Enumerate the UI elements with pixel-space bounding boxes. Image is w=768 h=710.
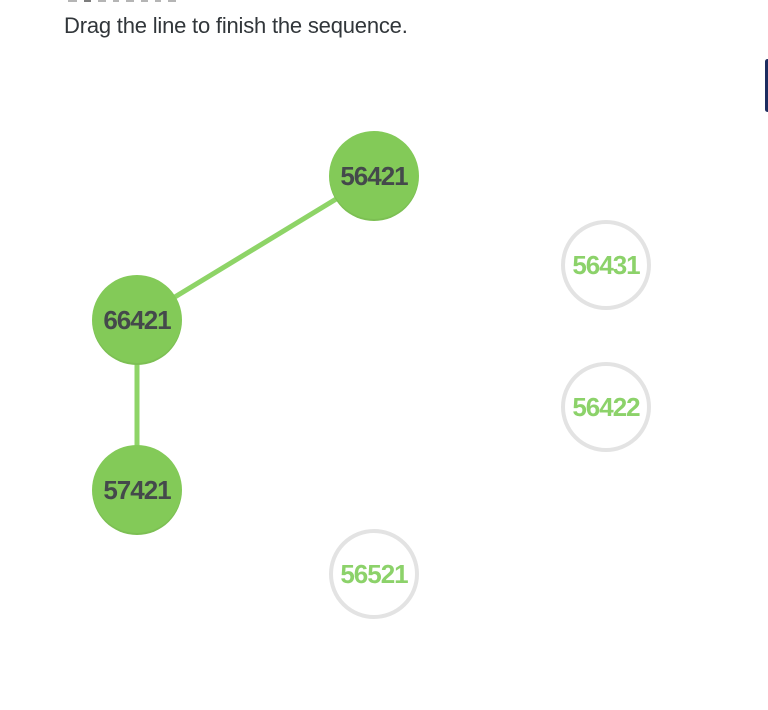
option-node[interactable]: 56521 xyxy=(329,529,419,619)
option-node-label: 56431 xyxy=(572,249,640,280)
clipped-glyph xyxy=(68,0,77,2)
clipped-glyph xyxy=(126,0,134,2)
sequence-node-label: 56421 xyxy=(340,160,408,191)
side-accent-bar xyxy=(765,59,768,112)
sequence-node-label: 66421 xyxy=(103,304,171,335)
option-node[interactable]: 56431 xyxy=(561,220,651,310)
clipped-glyph xyxy=(84,0,91,2)
sequence-line[interactable] xyxy=(134,173,377,323)
clipped-text-above xyxy=(68,0,176,3)
sequence-node[interactable]: 66421 xyxy=(92,275,182,365)
option-node-label: 56521 xyxy=(340,558,408,589)
sequence-node[interactable]: 56421 xyxy=(329,131,419,221)
option-node-label: 56422 xyxy=(572,391,640,422)
sequence-node[interactable]: 57421 xyxy=(92,445,182,535)
clipped-glyph xyxy=(98,0,106,2)
clipped-glyph xyxy=(141,0,148,2)
instruction-text: Drag the line to finish the sequence. xyxy=(64,13,408,38)
sequence-node-label: 57421 xyxy=(103,474,171,505)
clipped-glyph xyxy=(155,0,161,2)
clipped-glyph xyxy=(168,0,176,2)
option-node[interactable]: 56422 xyxy=(561,362,651,452)
clipped-glyph xyxy=(113,0,119,2)
